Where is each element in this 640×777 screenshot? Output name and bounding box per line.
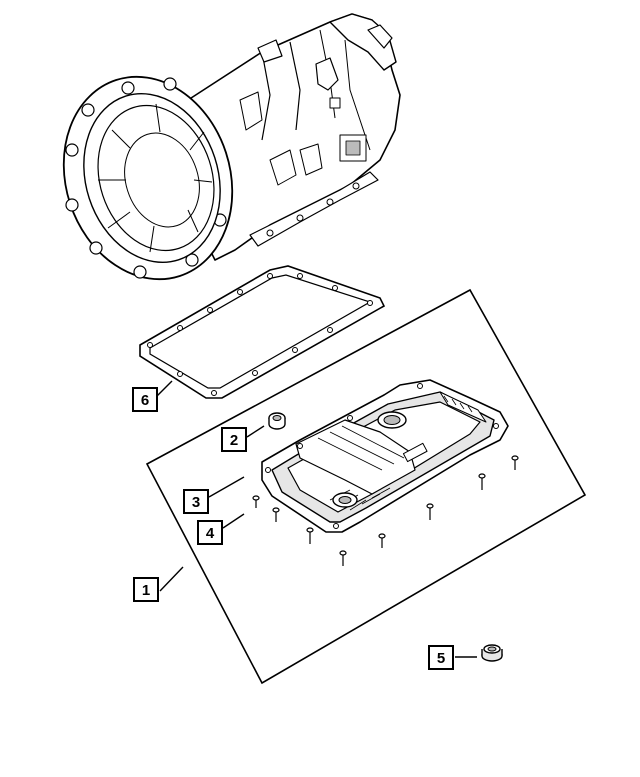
- oil-pan-gasket: [139, 265, 386, 399]
- transmission-housing: [62, 13, 401, 281]
- assembly-group-outline: [145, 288, 587, 685]
- flange-nut: [481, 644, 503, 662]
- callout-6: 6: [132, 387, 158, 412]
- bolt: [272, 507, 280, 522]
- callout-5-label: 5: [437, 650, 445, 667]
- bolt: [306, 527, 314, 544]
- bell-housing-bosses: [65, 77, 227, 279]
- oil-pan-assembly: [261, 379, 509, 533]
- callout-1: 1: [133, 577, 159, 602]
- callout-2: 2: [221, 427, 247, 452]
- bolt: [378, 533, 386, 548]
- bolt: [426, 503, 434, 520]
- callout-5: 5: [428, 645, 454, 670]
- callout-2-label: 2: [230, 432, 238, 449]
- callout-6-label: 6: [141, 392, 149, 409]
- bolt: [252, 495, 260, 508]
- drain-plug: [268, 412, 286, 430]
- bolt: [511, 455, 519, 470]
- callout-1-label: 1: [142, 582, 150, 599]
- callout-4-label: 4: [206, 525, 215, 542]
- callout-3-label: 3: [192, 494, 200, 511]
- pan-bolts: [252, 455, 519, 566]
- gasket-bolt-holes: [147, 273, 373, 396]
- callout-4: 4: [197, 520, 223, 545]
- callout-3: 3: [183, 489, 209, 514]
- bolt: [478, 473, 486, 490]
- bolt: [339, 550, 347, 566]
